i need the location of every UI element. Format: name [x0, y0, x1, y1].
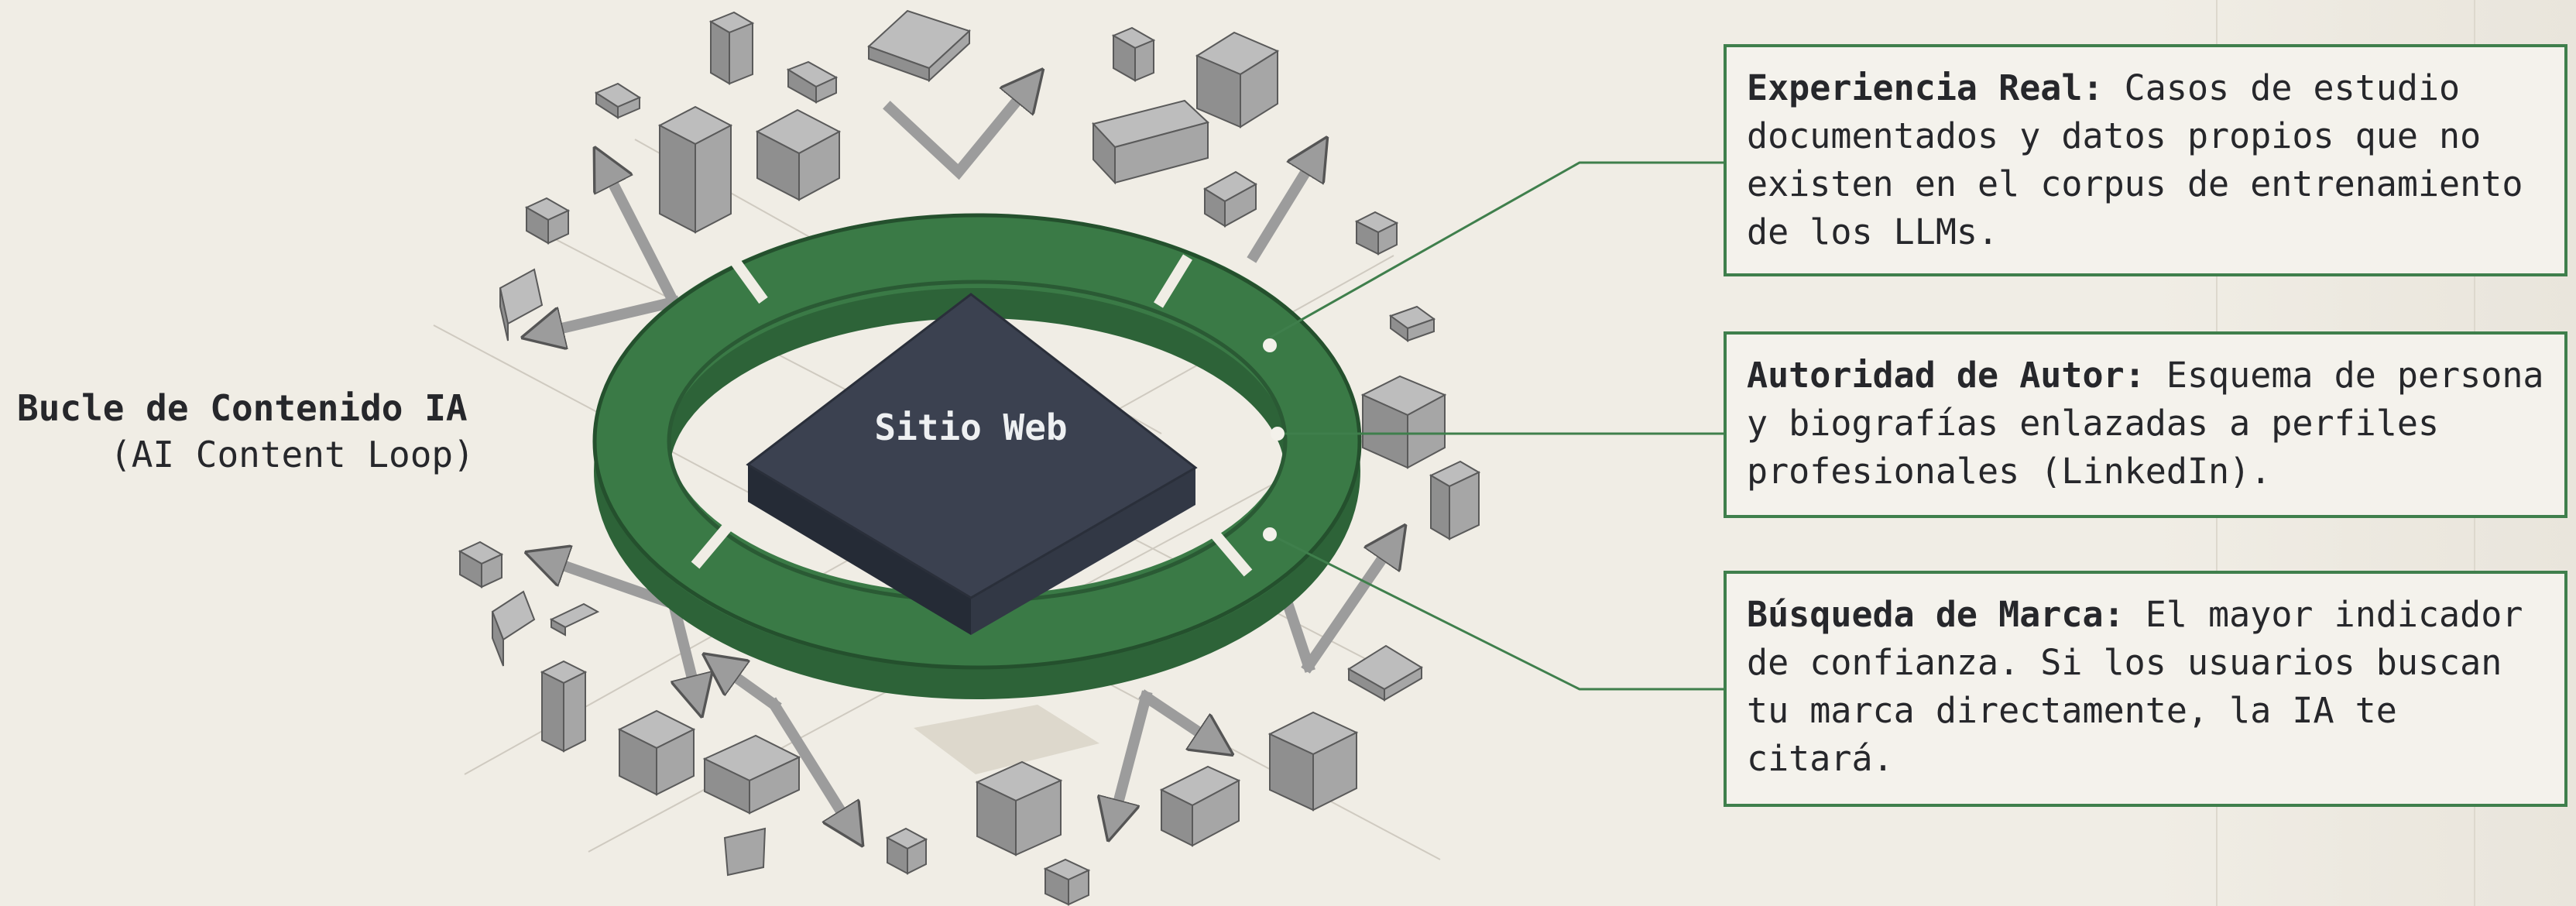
arrow [542, 295, 681, 333]
arrow [720, 666, 782, 712]
debris-block [617, 709, 696, 796]
debris-block [549, 602, 600, 637]
debris-block [1159, 765, 1241, 847]
debris-block [1354, 211, 1399, 256]
arrow [667, 597, 697, 697]
card-body: Esquema de persona y biografías enlazada… [1747, 355, 2544, 492]
arrow [1113, 690, 1153, 821]
debris-block [1043, 858, 1091, 906]
debris-block [540, 660, 588, 753]
debris-block [708, 11, 755, 85]
card-experiencia-real: Experiencia Real: Casos de estudio docum… [1724, 44, 2567, 276]
debris-block [786, 60, 839, 104]
arrow [883, 85, 1030, 180]
connectors [1263, 161, 1724, 691]
debris-block [524, 197, 571, 245]
arrow [545, 559, 681, 611]
debris-block [1347, 644, 1423, 702]
debris-block [975, 760, 1063, 856]
card-heading: Autoridad de Autor: [1747, 355, 2166, 396]
debris-block [1429, 460, 1481, 541]
card-body: Casos de estudio documentados y datos pr… [1747, 67, 2523, 252]
loop-title: Bucle de Contenido IA [17, 387, 468, 429]
debris-block [1195, 31, 1280, 129]
debris-block [1203, 170, 1257, 228]
loop-subtitle: (AI Content Loop) [110, 434, 475, 475]
debris-block [594, 82, 642, 119]
website-block: Sitio Web [746, 293, 1198, 635]
card-body: El mayor indicador de confianza. Si los … [1747, 594, 2523, 779]
debris-block [458, 541, 504, 589]
debris-block [1360, 375, 1447, 469]
connector-dot [1263, 527, 1277, 541]
arrow [767, 697, 852, 829]
loop-label: Bucle de Contenido IA (AI Content Loop) [17, 385, 497, 478]
floor-shadow [914, 705, 1099, 774]
debris-blocks [458, 9, 1481, 906]
debris-block [657, 105, 733, 234]
website-label: Sitio Web [874, 407, 1067, 448]
card-heading: Experiencia Real: [1747, 67, 2125, 108]
connector-dot [1263, 338, 1277, 352]
debris-block [1267, 711, 1359, 812]
debris-block [499, 268, 544, 341]
arrow [1301, 542, 1394, 674]
debris-block [1111, 26, 1156, 82]
debris-block [885, 827, 928, 875]
debris-block [491, 590, 536, 667]
debris-block [867, 9, 971, 83]
card-busqueda-marca: Búsqueda de Marca: El mayor indicador de… [1724, 571, 2567, 807]
debris-block [1388, 305, 1436, 342]
debris-block [1092, 99, 1210, 185]
debris-block [723, 827, 767, 877]
connector-dot [1271, 427, 1285, 441]
arrow [1138, 689, 1216, 743]
arrow [1247, 155, 1316, 263]
card-heading: Búsqueda de Marca: [1747, 594, 2146, 635]
card-autoridad-autor: Autoridad de Autor: Esquema de persona y… [1724, 331, 2567, 518]
outward-arrows [542, 85, 1394, 829]
debris-block [755, 108, 842, 201]
arrow [604, 166, 681, 310]
debris-block [702, 734, 801, 815]
content-loop-ring [592, 213, 1362, 699]
